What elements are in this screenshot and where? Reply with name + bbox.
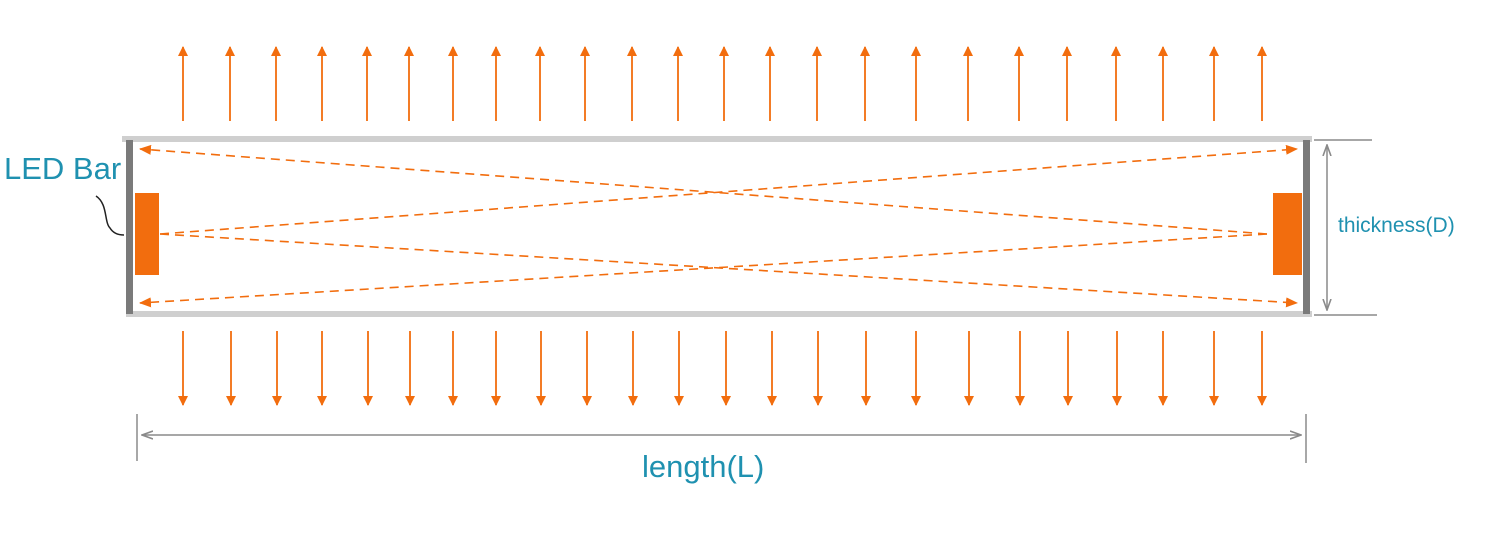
thickness-dimension	[1314, 139, 1377, 316]
right-led-bar	[1273, 193, 1302, 275]
led-bar-leader-line	[95, 195, 125, 236]
right-frame-edge	[1303, 140, 1310, 314]
led-bar-label: LED Bar	[4, 151, 122, 186]
length-label: length(L)	[642, 449, 765, 484]
downward-light-rays	[178, 331, 1267, 406]
top-plate-edge	[122, 136, 1312, 142]
upward-light-rays	[178, 46, 1267, 121]
internal-reflection-paths	[139, 144, 1298, 308]
length-dimension	[136, 414, 1307, 463]
thickness-label: thickness(D)	[1338, 214, 1455, 237]
left-frame-edge	[126, 140, 133, 314]
left-led-bar	[135, 193, 159, 275]
bottom-plate-edge	[126, 311, 1312, 317]
